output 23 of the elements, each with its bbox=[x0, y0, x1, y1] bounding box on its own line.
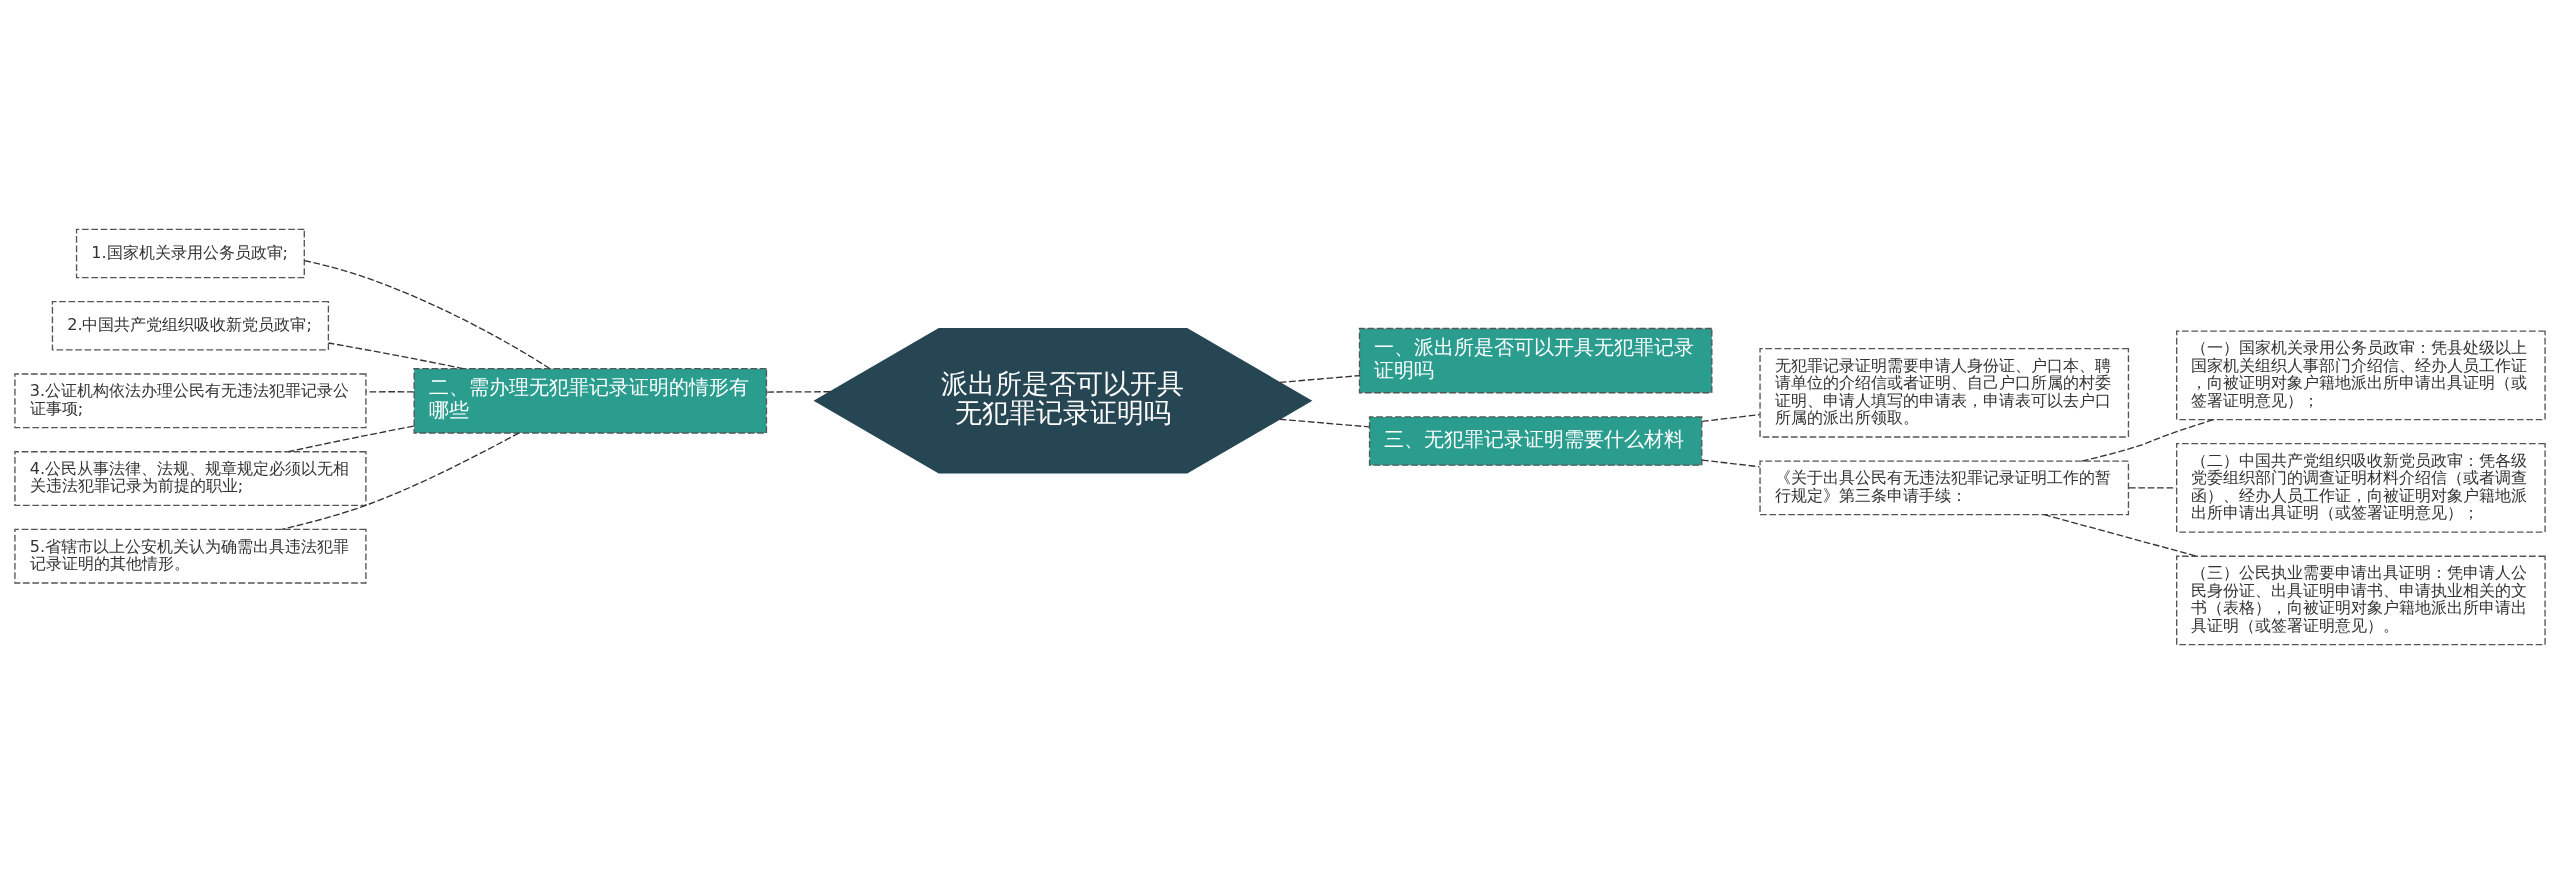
node-box: 二、需办理无犯罪记录证明的情形有哪些 bbox=[413, 368, 768, 434]
node-box: 《关于出具公民有无违法犯罪记录证明工作的暂行规定》第三条申请手续： bbox=[1759, 460, 2130, 516]
connector bbox=[365, 391, 415, 393]
node-box: 5.省辖市以上公安机关认为确需出具违法犯罪记录证明的其他情形。 bbox=[14, 528, 367, 584]
node-box: （三）公民执业需要申请出具证明：凭申请人公民身份证、出具证明申请书、申请执业相关的文书（表格），向被证明对象户籍地派出所申请出具证明（或签署证明意见）。 bbox=[2176, 555, 2546, 646]
connector bbox=[2081, 418, 2215, 462]
node-box: 3.公证机构依法办理公民有无违法犯罪记录公证事项; bbox=[14, 373, 367, 429]
connector bbox=[327, 342, 465, 370]
node-box: 4.公民从事法律、法规、规章规定必须以无相关违法犯罪记录为前提的职业; bbox=[14, 451, 367, 506]
connector bbox=[2043, 514, 2198, 557]
node-box: 一、派出所是否可以开具无犯罪记录证明吗 bbox=[1358, 327, 1713, 394]
connector bbox=[1701, 413, 1761, 423]
connector bbox=[1701, 459, 1761, 468]
node-box: （二）中国共产党组织吸收新党员政审：凭各级党委组织部门的调查证明材料介绍信（或者调查函）、经办人员工作证，向被证明对象户籍地派出所申请出具证明（或签署证明意见）； bbox=[2176, 443, 2546, 533]
connector bbox=[303, 259, 551, 370]
connector bbox=[1279, 418, 1370, 428]
node-box: 无犯罪记录证明需要申请人身份证、户口本、聘请单位的介绍信或者证明、自己户口所属的村委证明、申请人填写的申请表，申请表可以去户口所属的派出所领取。 bbox=[1759, 347, 2130, 438]
connector bbox=[766, 391, 831, 393]
node-box: （一）国家机关录用公务员政审：凭县处级以上国家机关组织人事部门介绍信、经办人员工作证，向被证明对象户籍地派出所申请出具证明（或签署证明意见）； bbox=[2176, 330, 2546, 421]
connector bbox=[1279, 374, 1361, 384]
node-box: 2.中国共产党组织吸收新党员政审; bbox=[51, 301, 330, 351]
node-box: 1.国家机关录用公务员政审; bbox=[75, 228, 305, 279]
node-box: 三、无犯罪记录证明需要什么材料 bbox=[1368, 416, 1703, 466]
